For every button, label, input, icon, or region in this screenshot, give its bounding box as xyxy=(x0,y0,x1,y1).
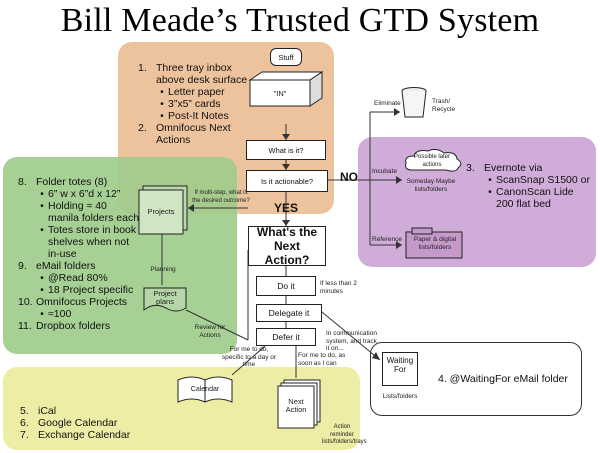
trash-label: Trash/ Recycle xyxy=(432,98,456,113)
planning-label: Planning xyxy=(150,266,176,273)
waiting-for-card: Waiting For xyxy=(382,352,418,386)
list-item: 6.Google Calendar xyxy=(20,417,118,429)
list-item: 7.Exchange Calendar xyxy=(20,429,131,441)
possible-actions-label: Possible later actions xyxy=(413,154,451,168)
list-item: 10.Omnifocus Projects xyxy=(18,296,128,308)
delegate-it-box: Delegate it xyxy=(256,304,322,322)
list-item: 11.Dropbox folders xyxy=(18,320,111,332)
reference-folders-icon xyxy=(405,227,463,259)
list-item: 1.Three tray inbox above desk surface xyxy=(138,62,248,86)
waiting-for-note: 4. @WaitingFor eMail folder xyxy=(438,373,568,385)
action-reminder-label: Action reminder lists/folders/trays xyxy=(322,424,367,445)
list-item: •@Read 80% xyxy=(40,272,108,284)
review-label: Review for Actions xyxy=(194,324,226,339)
waiting-lists-label: Lists/folders xyxy=(382,393,418,400)
multi-step-label: If multi-step, what is the desired outco… xyxy=(192,190,250,204)
list-item: •18 Project specific xyxy=(40,284,134,296)
list-item: 8.Folder totes (8) xyxy=(18,176,108,188)
less-than-label: If less than 2 minutes xyxy=(320,280,357,295)
list-item: 3.Evernote via xyxy=(466,162,543,174)
next-action-cards-icon xyxy=(277,379,321,429)
what-is-it-box: What is it? xyxy=(246,140,326,160)
asap-label: For me to do, as soon as I can xyxy=(298,352,346,367)
trash-icon xyxy=(401,87,427,118)
project-plans-icon xyxy=(143,287,187,312)
incubate-label: Incubate xyxy=(372,168,397,175)
defer-it-box: Defer it xyxy=(256,328,316,346)
no-label: NO xyxy=(340,170,358,184)
project-plans-label: Project plans xyxy=(153,289,177,306)
paper-digital-label: Paper & digital lists/folders xyxy=(413,236,457,251)
page-title: Bill Meade’s Trusted GTD System xyxy=(60,2,540,39)
list-item: •6” w x 6”d x 12” xyxy=(40,188,121,200)
evernote-note: 3.Evernote via •ScanSnap S1500 or •Canon… xyxy=(466,162,594,210)
calendar-note: 5.iCal 6.Google Calendar 7.Exchange Cale… xyxy=(20,405,180,441)
someday-label: Someday Maybe lists/folders xyxy=(406,178,456,193)
list-item: •ScanSnap S1500 or xyxy=(488,174,590,186)
list-item: •Totes store in book shelves when not in… xyxy=(40,224,137,260)
yes-label: YES xyxy=(274,201,299,215)
stuff-node: Stuff xyxy=(270,48,302,66)
folders-note: 8.Folder totes (8) •6” w x 6”d x 12” •Ho… xyxy=(18,176,140,332)
list-item: •CanonScan Lide 200 flat bed xyxy=(488,186,574,210)
is-actionable-box: Is it actionable? xyxy=(246,170,328,192)
in-tray-icon xyxy=(248,71,324,107)
list-item: •3”x5” cards xyxy=(160,98,221,110)
next-action-box: What's the Next Action? xyxy=(248,225,326,267)
in-communication-label: In communication system, and track it on… xyxy=(326,330,377,352)
projects-region xyxy=(3,157,237,354)
list-item: •Letter paper xyxy=(160,86,225,98)
list-item: •≈100 xyxy=(40,308,72,320)
list-item: 9.eMail folders xyxy=(18,260,96,272)
cloud-icon xyxy=(405,148,462,172)
inbox-note: 1.Three tray inbox above desk surface •L… xyxy=(138,62,256,146)
calendar-icon xyxy=(177,376,233,403)
list-item: •Post-It Notes xyxy=(160,110,229,122)
specific-day-label: For me to do, specific to a day or time xyxy=(221,346,277,368)
do-it-box: Do it xyxy=(256,276,316,296)
reference-label: Reference xyxy=(372,236,402,243)
projects-folder-icon xyxy=(138,185,188,235)
in-tray-label: "IN" xyxy=(273,89,287,98)
next-action-card-label: Next Action xyxy=(285,397,307,414)
list-item: 2.Omnifocus Next Actions xyxy=(138,122,231,146)
list-item: 5.iCal xyxy=(20,405,57,417)
projects-label: Projects xyxy=(147,207,175,216)
calendar-label: Calendar xyxy=(190,386,220,393)
list-item: •Holding ≈ 40 manila folders each xyxy=(40,200,140,224)
eliminate-label: Eliminate xyxy=(374,100,401,107)
